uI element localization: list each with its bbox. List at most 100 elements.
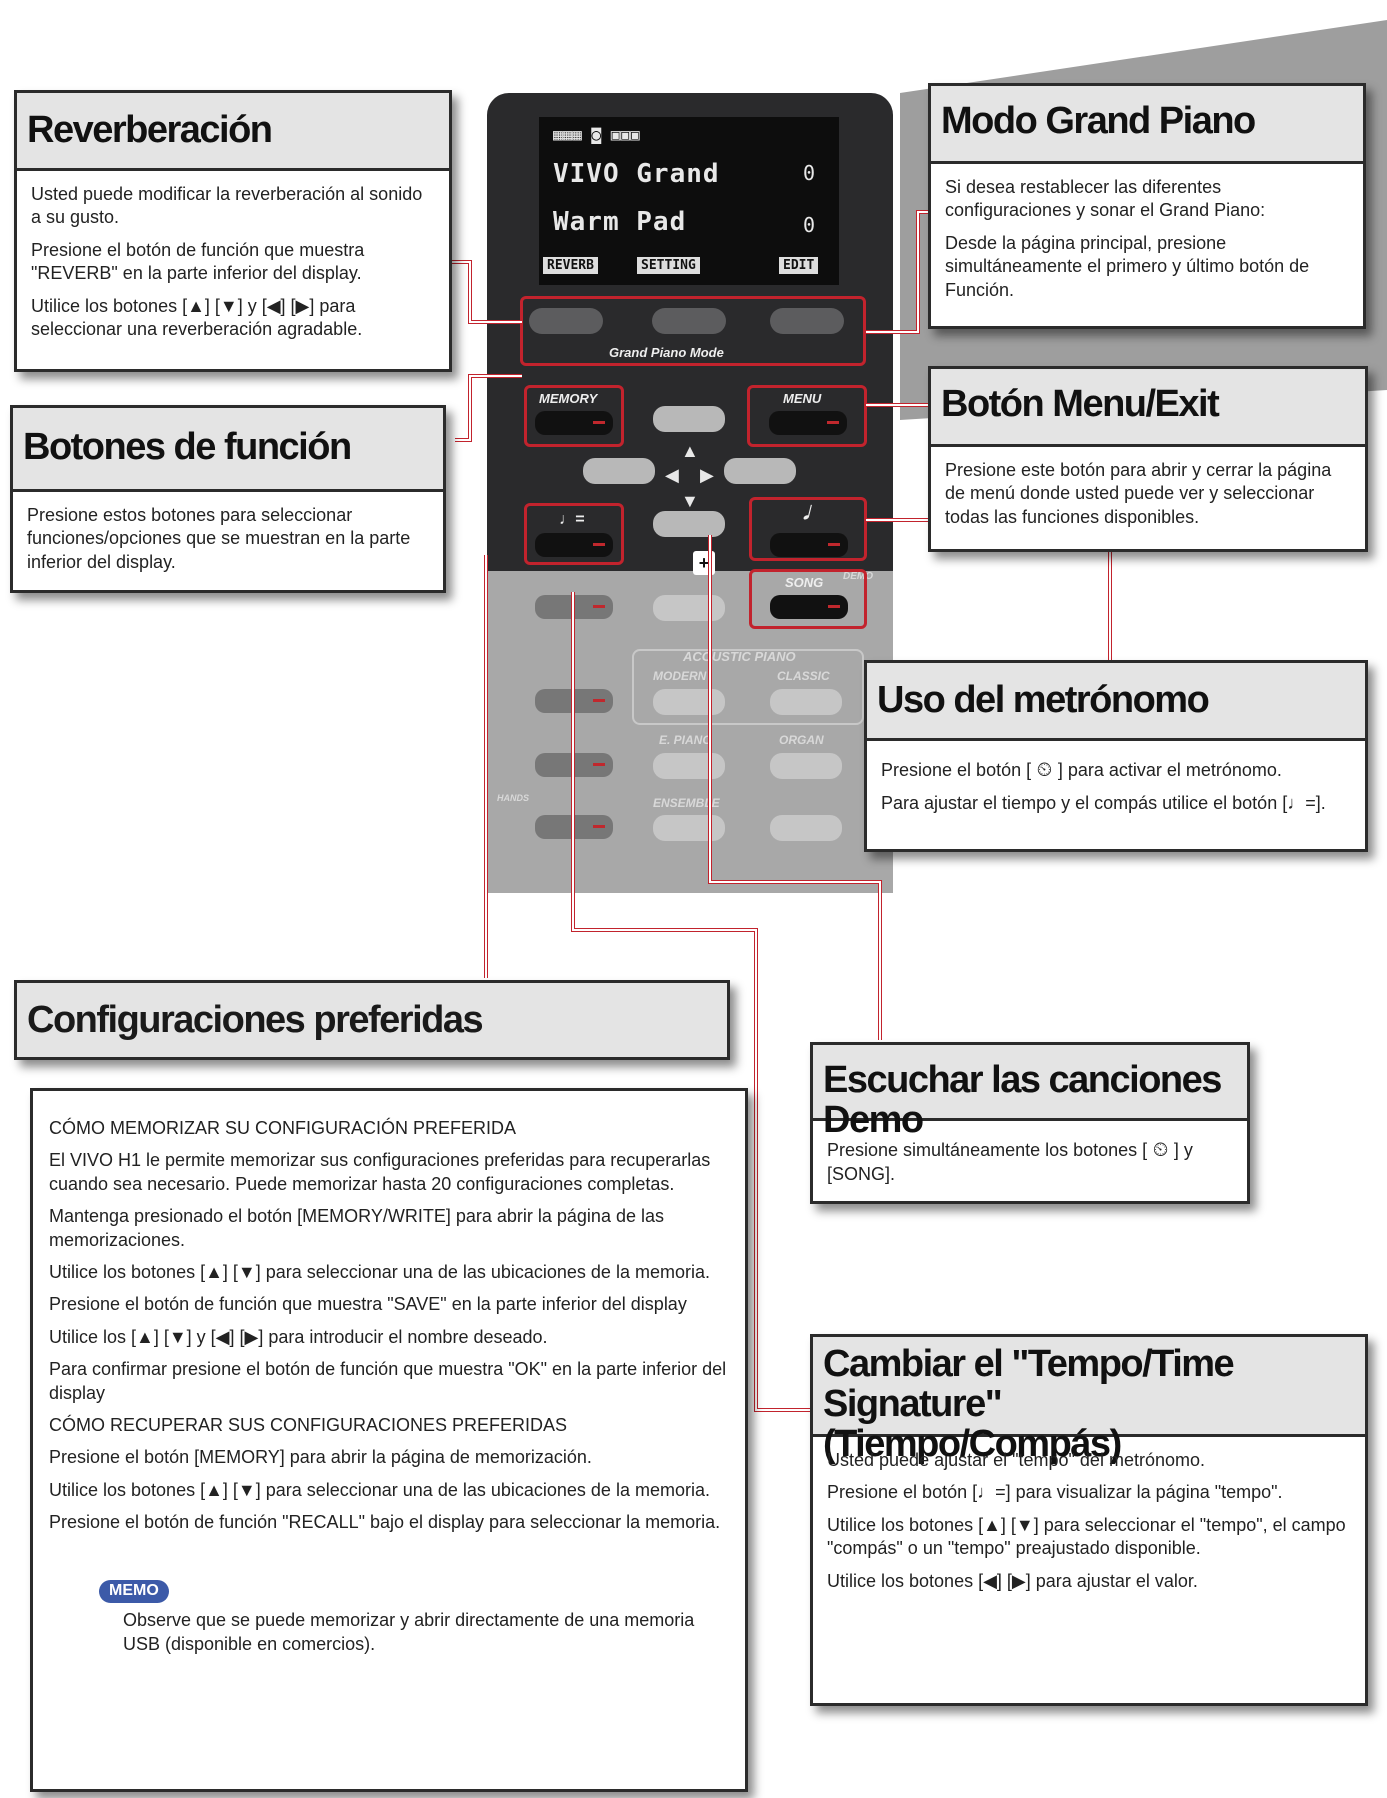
function-buttons-title: Botones de función <box>13 408 443 492</box>
organ-label: ORGAN <box>779 733 824 747</box>
metronome-highlight <box>749 497 867 561</box>
organ-button[interactable] <box>770 753 842 779</box>
favorites-text-1: El VIVO H1 le permite memorizar sus conf… <box>49 1150 711 1194</box>
keyboard-panel: ▦▦▦ ◙ ▣▣▣ VIVO Grand Warm Pad 0 0 REVERB… <box>487 93 893 893</box>
function-buttons-text: Presione estos botones para seleccionar … <box>27 505 411 572</box>
lcd-status-icons: ▦▦▦ ◙ ▣▣▣ <box>553 125 640 144</box>
favorites-text-5: Utilice los [▲] [▼] y [◀] [▶] para intro… <box>49 1326 548 1347</box>
demo-callout: Escuchar las canciones Demo Presione sim… <box>810 1042 1250 1204</box>
lcd-line-2: VIVO Grand <box>553 159 720 189</box>
reverb-text-2: Presione el botón de función que muestra… <box>31 239 365 284</box>
right-button[interactable] <box>724 458 796 484</box>
menu-label: MENU <box>783 391 822 406</box>
memory-highlight <box>524 385 624 447</box>
classic-label: CLASSIC <box>777 669 830 683</box>
tempo-title: Cambiar el "Tempo/Time Signature" (Tiemp… <box>813 1337 1365 1464</box>
epiano-button[interactable] <box>653 753 725 779</box>
tempo-title-line-1: Cambiar el "Tempo/Time Signature" <box>823 1343 1235 1425</box>
tempo-button[interactable] <box>535 533 613 557</box>
lcd-line-3: Warm Pad <box>553 207 687 237</box>
demo-title: Escuchar las canciones Demo <box>813 1045 1247 1140</box>
modern-button[interactable] <box>653 689 725 715</box>
favorites-text-7: Presione el botón [MEMORY] para abrir la… <box>49 1447 592 1468</box>
down-button[interactable] <box>653 511 725 537</box>
tempo-title-line-2: (Tiempo/Compás) <box>823 1422 1122 1465</box>
ensemble-button[interactable] <box>653 815 725 841</box>
metronome-callout: Uso del metrónomo Presione el botón [ ⏲ … <box>864 660 1368 852</box>
tempo-text-2: Presione el botón [♩=] para visualizar l… <box>827 1482 1283 1503</box>
metronome-button[interactable] <box>770 533 848 557</box>
favorites-title: Configuraciones preferidas <box>14 980 730 1060</box>
right-arrow-icon: ▶ <box>700 465 714 485</box>
menu-button[interactable] <box>769 411 847 435</box>
tempo-highlight <box>524 503 624 565</box>
metronome-text-1a: Presione el botón [ <box>881 760 1032 780</box>
grand-piano-title: Modo Grand Piano <box>931 86 1363 164</box>
acoustic-piano-group <box>632 649 864 725</box>
favorites-text-8: Utilice los botones [▲] [▼] para selecci… <box>49 1479 710 1500</box>
metronome-icon: 𝅘𝅥 <box>803 503 809 523</box>
favorites-text-2: Mantenga presionado el botón [MEMORY/WRI… <box>49 1206 664 1250</box>
song-button[interactable] <box>770 595 848 619</box>
lcd-display: ▦▦▦ ◙ ▣▣▣ VIVO Grand Warm Pad 0 0 REVERB… <box>539 117 839 285</box>
function-button-3[interactable] <box>770 308 844 334</box>
lcd-side-1: 0 <box>802 161 815 185</box>
up-button[interactable] <box>653 406 725 432</box>
function-buttons-callout: Botones de función Presione estos botone… <box>10 405 446 593</box>
function-button-2[interactable] <box>652 308 726 334</box>
lcd-softkey-1: REVERB <box>543 257 598 274</box>
favorites-callout: CÓMO MEMORIZAR SU CONFIGURACIÓN PREFERID… <box>30 1088 748 1792</box>
demo-text-b: ] y [SONG]. <box>827 1140 1193 1184</box>
ensemble-label: ENSEMBLE <box>653 796 720 810</box>
grand-piano-text-1: Si desea restablecer las diferentes conf… <box>945 177 1266 221</box>
favorites-text-9: Presione el botón de función "RECALL" ba… <box>49 1512 721 1533</box>
lcd-softkey-2: SETTING <box>637 257 700 274</box>
demo-text-a: Presione simultáneamente los botones [ <box>827 1140 1148 1160</box>
function-buttons-highlight <box>520 296 866 366</box>
favorites-heading-1: CÓMO MEMORIZAR SU CONFIGURACIÓN PREFERID… <box>49 1118 517 1138</box>
reverb-text-3: Utilice los botones [▲] [▼] y [◀] [▶] pa… <box>31 295 363 339</box>
left-arrow-icon: ◀ <box>665 465 679 485</box>
sound-button[interactable] <box>770 815 842 841</box>
modern-label: MODERN <box>653 669 707 683</box>
metronome-title: Uso del metrónomo <box>867 663 1365 741</box>
play-stop-button[interactable] <box>653 595 725 621</box>
reverb-text-1: Usted puede modificar la reverberación a… <box>31 184 423 228</box>
grand-piano-callout: Modo Grand Piano Si desea restablecer la… <box>928 83 1366 329</box>
down-arrow-icon: ▼ <box>681 491 699 511</box>
metronome-text-1b: ] para activar el metrónomo. <box>1057 760 1282 780</box>
hands-label: HANDS <box>497 793 530 803</box>
favorites-text-6: Para confirmar presione el botón de func… <box>49 1359 727 1403</box>
song-highlight <box>749 569 867 629</box>
tempo-label: ♩= <box>559 511 585 528</box>
memory-button[interactable] <box>535 411 613 435</box>
tempo-callout: Cambiar el "Tempo/Time Signature" (Tiemp… <box>810 1334 1368 1706</box>
up-arrow-icon: ▲ <box>681 441 699 461</box>
tempo-text-1: Usted puede ajustar el "tempo" del metró… <box>827 1450 1205 1470</box>
grand-piano-text-2: Desde la página principal, presione simu… <box>945 232 1310 300</box>
left-button[interactable] <box>583 458 655 484</box>
favorites-text-3: Utilice los botones [▲] [▼] para selecci… <box>49 1261 710 1282</box>
lcd-side-2: 0 <box>802 213 815 237</box>
demo-label: DEMO <box>843 571 873 582</box>
classic-button[interactable] <box>770 689 842 715</box>
menu-exit-callout: Botón Menu/Exit Presione este botón para… <box>928 366 1368 552</box>
menu-exit-text: Presione este botón para abrir y cerrar … <box>945 460 1332 527</box>
menu-exit-title: Botón Menu/Exit <box>931 369 1365 447</box>
memory-label: MEMORY <box>539 391 598 406</box>
metronome-icon: ⏲ <box>1031 759 1058 781</box>
metronome-text-2: Para ajustar el tiempo y el compás utili… <box>881 793 1326 813</box>
tempo-text-3: Utilice los botones [▲] [▼] para selecci… <box>827 1514 1346 1559</box>
grand-piano-mode-label: Grand Piano Mode <box>609 345 724 360</box>
reverb-title: Reverberación <box>17 93 449 171</box>
function-button-1[interactable] <box>529 308 603 334</box>
memo-text: Observe que se puede memorizar y abrir d… <box>123 1610 695 1654</box>
reverb-callout: Reverberación Usted puede modificar la r… <box>14 90 452 372</box>
epiano-label: E. PIANO <box>659 733 712 747</box>
metronome-icon: ⏲ <box>1147 1139 1174 1161</box>
favorites-text-4: Presione el botón de función que muestra… <box>49 1294 687 1315</box>
tempo-text-4: Utilice los botones [◀] [▶] para ajustar… <box>827 1570 1198 1591</box>
lcd-softkey-3: EDIT <box>779 257 819 274</box>
favorites-heading-2: CÓMO RECUPERAR SUS CONFIGURACIONES PREFE… <box>49 1414 568 1435</box>
